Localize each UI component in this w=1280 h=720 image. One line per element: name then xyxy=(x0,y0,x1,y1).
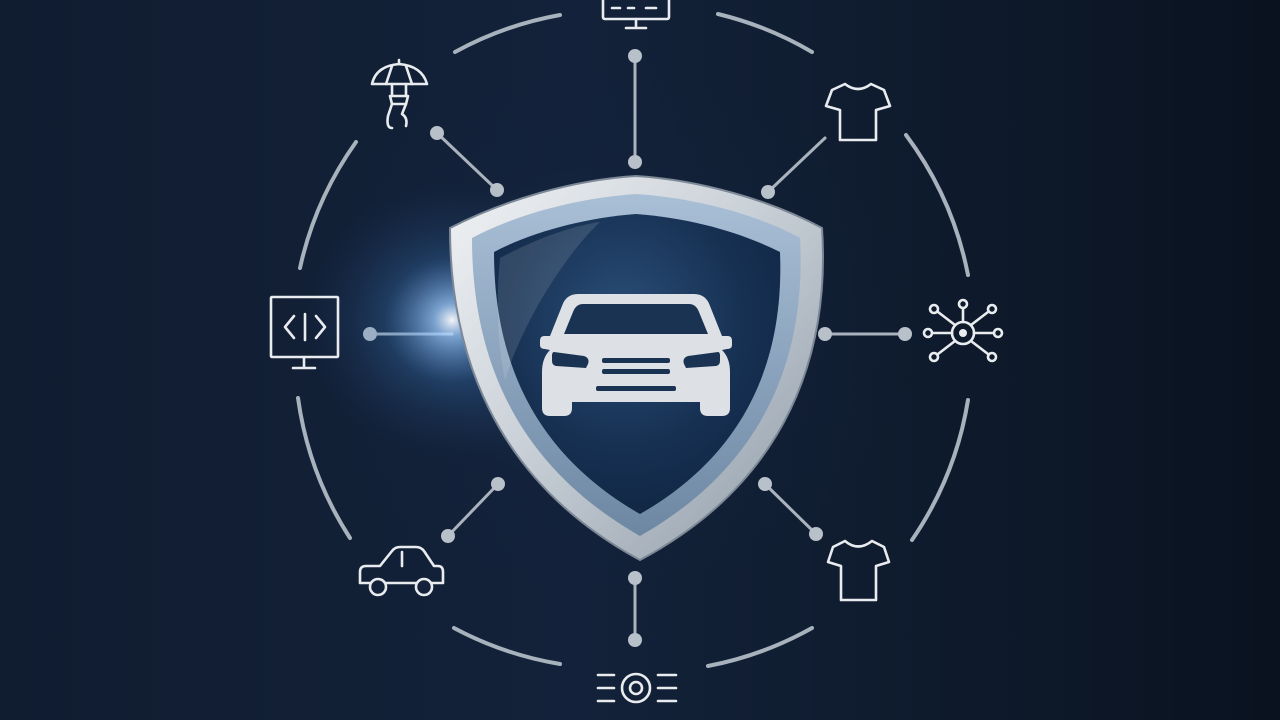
umbrella-icon xyxy=(370,58,429,130)
car-icon xyxy=(358,545,445,597)
tshirt-icon xyxy=(824,82,892,142)
control-panel-icon xyxy=(596,672,678,704)
tshirt-icon xyxy=(826,539,891,602)
network-node-icon xyxy=(922,298,1004,363)
monitor-icon xyxy=(601,0,671,30)
code-monitor-icon xyxy=(269,295,340,370)
car-front-icon xyxy=(540,294,732,416)
outer-ring xyxy=(296,12,970,668)
